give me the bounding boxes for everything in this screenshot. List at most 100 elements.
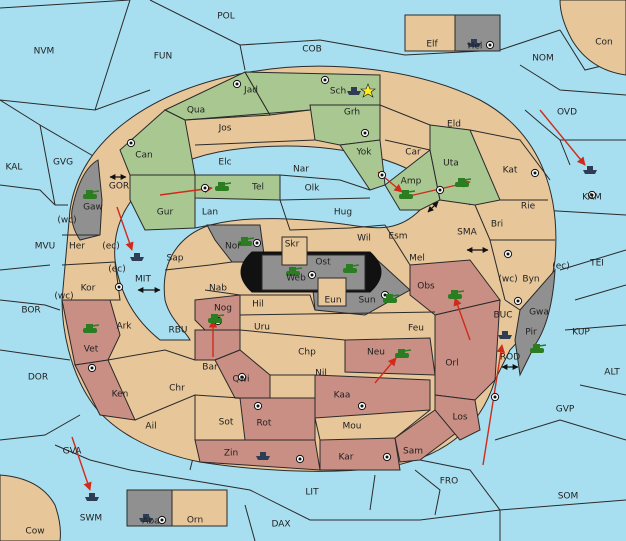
label-kal[interactable]: KAL: [6, 163, 23, 173]
label-som[interactable]: SOM: [558, 492, 579, 502]
label-hel[interactable]: Hel: [468, 42, 483, 52]
label-wil[interactable]: Wil: [357, 234, 371, 244]
label-hug[interactable]: Hug: [334, 208, 352, 218]
label-kat[interactable]: Kat: [503, 166, 518, 176]
label-web[interactable]: Web: [286, 274, 306, 284]
label-swm[interactable]: SWM: [80, 514, 102, 524]
label-bor[interactable]: BOR: [21, 306, 40, 316]
label-vet[interactable]: Vet: [84, 345, 99, 355]
label-kor-wc[interactable]: (wc): [54, 292, 73, 302]
label-qua[interactable]: Qua: [187, 106, 205, 116]
label-tel[interactable]: Tel: [251, 183, 264, 193]
label-ail[interactable]: Ail: [145, 422, 156, 432]
label-los[interactable]: Los: [452, 413, 467, 423]
label-nvm[interactable]: NVM: [34, 47, 55, 57]
label-lan[interactable]: Lan: [202, 208, 218, 218]
label-ovd[interactable]: OVD: [557, 108, 577, 118]
label-esm[interactable]: Esm: [388, 232, 407, 242]
label-gur[interactable]: Gur: [157, 208, 174, 218]
label-sch[interactable]: Sch: [330, 87, 346, 97]
label-jos[interactable]: Jos: [218, 124, 232, 134]
label-jad[interactable]: Jad: [243, 86, 258, 96]
label-byn[interactable]: Byn: [522, 275, 539, 285]
label-mvu[interactable]: MVU: [35, 242, 56, 252]
label-orn[interactable]: Orn: [187, 516, 203, 526]
label-nil[interactable]: Nil: [315, 369, 327, 379]
label-buc[interactable]: BUC: [493, 311, 512, 321]
label-rie[interactable]: Rie: [521, 202, 536, 212]
label-chr[interactable]: Chr: [169, 384, 185, 394]
label-sot[interactable]: Sot: [219, 418, 234, 428]
label-nog[interactable]: Nog: [214, 304, 232, 314]
label-mou[interactable]: Mou: [343, 422, 362, 432]
label-ark[interactable]: Ark: [116, 322, 132, 332]
label-kam[interactable]: KAM: [582, 193, 602, 203]
label-zin[interactable]: Zin: [224, 449, 238, 459]
label-gor[interactable]: GOR: [109, 182, 129, 192]
label-nom[interactable]: NOM: [532, 54, 554, 64]
label-elc[interactable]: Elc: [218, 158, 231, 168]
label-gaw-wc[interactable]: (wc): [57, 216, 76, 226]
label-mit[interactable]: MIT: [135, 275, 151, 285]
label-gaw[interactable]: Gaw: [83, 203, 103, 213]
label-rod[interactable]: ROD: [500, 353, 520, 363]
label-pir[interactable]: Pir: [525, 328, 537, 338]
label-dor[interactable]: DOR: [28, 373, 48, 383]
label-sma[interactable]: SMA: [457, 228, 477, 238]
label-gwa[interactable]: Gwa: [529, 308, 549, 318]
label-kor-ec[interactable]: (ec): [108, 265, 126, 275]
label-byn-wc[interactable]: (wc): [498, 275, 517, 285]
label-amp[interactable]: Amp: [401, 177, 422, 187]
label-ost[interactable]: Ost: [315, 258, 331, 268]
label-neu[interactable]: Neu: [367, 348, 385, 358]
label-yok[interactable]: Yok: [355, 148, 372, 158]
label-dax[interactable]: DAX: [271, 520, 290, 530]
label-sap[interactable]: Sap: [167, 254, 184, 264]
label-sam[interactable]: Sam: [403, 447, 423, 457]
label-rbu[interactable]: RBU: [168, 326, 187, 336]
label-kup[interactable]: KUP: [572, 328, 590, 338]
label-gvg[interactable]: GVG: [53, 158, 73, 168]
label-olk[interactable]: Olk: [305, 184, 321, 194]
label-gva[interactable]: GVA: [63, 447, 83, 457]
label-fro[interactable]: FRO: [440, 477, 459, 487]
label-eld[interactable]: Eld: [447, 120, 461, 130]
label-alt[interactable]: ALT: [604, 368, 620, 378]
label-uru[interactable]: Uru: [254, 323, 270, 333]
label-her-ec[interactable]: (ec): [102, 242, 120, 252]
label-bar[interactable]: Bar: [202, 363, 218, 373]
label-nar[interactable]: Nar: [293, 165, 309, 175]
label-uta[interactable]: Uta: [443, 159, 459, 169]
label-con[interactable]: Con: [595, 38, 613, 48]
label-grh[interactable]: Grh: [344, 108, 360, 118]
label-elf[interactable]: Elf: [426, 40, 438, 50]
label-tei[interactable]: TEI: [589, 259, 604, 269]
label-kar[interactable]: Kar: [339, 453, 354, 463]
label-chp[interactable]: Chp: [298, 348, 316, 358]
label-nab[interactable]: Nab: [209, 284, 227, 294]
label-gvp[interactable]: GVP: [556, 405, 575, 415]
label-orl[interactable]: Orl: [445, 359, 458, 369]
label-ken[interactable]: Ken: [112, 390, 129, 400]
label-nor[interactable]: Nor: [225, 242, 241, 252]
label-skr[interactable]: Skr: [285, 240, 300, 250]
label-aba[interactable]: Aba: [142, 517, 159, 527]
label-feu[interactable]: Feu: [408, 324, 424, 334]
label-eun[interactable]: Eun: [324, 296, 341, 306]
label-mel[interactable]: Mel: [409, 254, 425, 264]
label-qwi[interactable]: Qwi: [233, 375, 250, 385]
label-hil[interactable]: Hil: [252, 300, 264, 310]
label-cob[interactable]: COB: [302, 45, 322, 55]
label-kor[interactable]: Kor: [81, 284, 96, 294]
label-car[interactable]: Car: [405, 148, 421, 158]
label-pol[interactable]: POL: [217, 12, 235, 22]
label-byn-ec[interactable]: (ec): [552, 262, 570, 272]
label-can[interactable]: Can: [135, 151, 153, 161]
label-obs[interactable]: Obs: [417, 282, 435, 292]
label-bri[interactable]: Bri: [491, 220, 503, 230]
label-rot[interactable]: Rot: [257, 419, 272, 429]
label-kaa[interactable]: Kaa: [334, 391, 351, 401]
label-sun[interactable]: Sun: [358, 296, 375, 306]
label-lit[interactable]: LIT: [305, 488, 319, 498]
label-her[interactable]: Her: [69, 242, 85, 252]
